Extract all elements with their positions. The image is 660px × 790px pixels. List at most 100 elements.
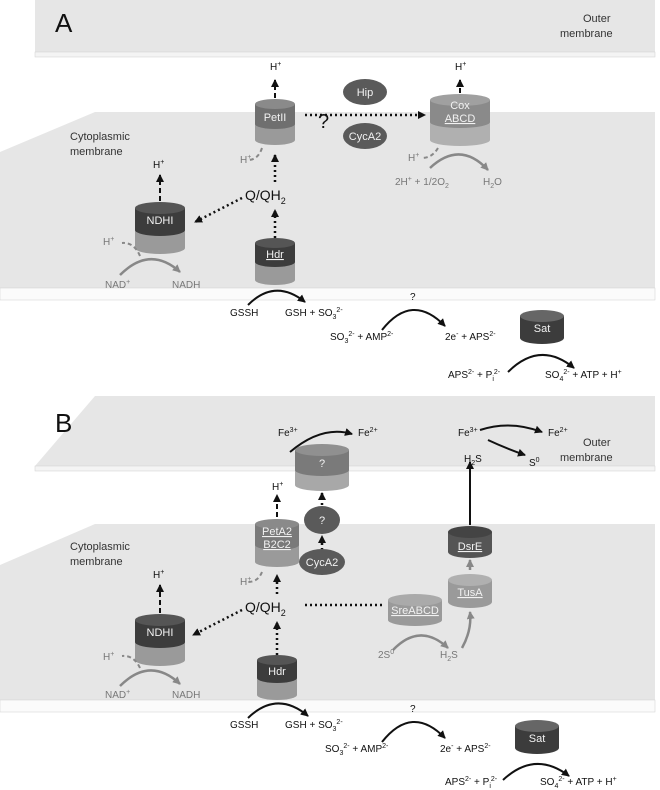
h2s-outer: H2S — [464, 454, 482, 467]
cox-label-1: Cox — [450, 100, 470, 112]
hdr-reaction-arrow-b — [247, 702, 309, 719]
gssh-b: GSSH — [230, 720, 258, 731]
ndhi-reaction-arrow-b — [119, 669, 181, 687]
gssh-a: GSSH — [230, 308, 258, 319]
ndhi-reaction-arrow-a — [119, 258, 181, 276]
sulfite-amp-a: SO32- + AMP2- — [330, 331, 394, 345]
peta-h-plus: H+ — [272, 481, 283, 493]
quinone-to-ndhi-b — [192, 608, 243, 637]
cox-h-plus-in: H+ — [408, 152, 419, 164]
petii-complex: PetII — [255, 99, 295, 145]
hdr-label-a: Hdr — [266, 249, 284, 261]
sre-label: SreABCD — [391, 605, 439, 617]
quinone-to-ndhi — [194, 196, 243, 224]
fe-reduction-arrow-left — [289, 428, 353, 453]
peta-h-plus-in: H+ — [240, 576, 251, 588]
outer-membrane-label-1: Outer — [583, 13, 611, 25]
water-product: H2O — [483, 177, 502, 190]
sre-reaction-arrow — [392, 634, 449, 651]
sat-reaction-arrow-a — [507, 354, 575, 373]
unknown-periplasmic-protein — [304, 506, 340, 534]
cox-complex: Cox ABCD — [430, 94, 490, 146]
sat-enzyme-b: Sat — [515, 720, 559, 754]
hip-label: Hip — [357, 87, 374, 99]
quinone-pool-a: Q/QH2 — [245, 187, 286, 206]
aps-product-a: 2e- + APS2- — [445, 331, 496, 343]
outer-membrane-b-label-1: Outer — [583, 437, 611, 449]
nad-b: NAD+ — [105, 689, 130, 701]
ndhi-h-plus-in-a: H+ — [103, 236, 114, 248]
sat-reaction-arrow-b — [502, 762, 570, 781]
ndhi-label-b: NDHI — [147, 627, 174, 639]
amp-question-b: ? — [410, 704, 416, 715]
amp-question-a: ? — [410, 292, 416, 303]
tusa-protein: TusA — [448, 574, 492, 608]
panel-b-letter: B — [55, 408, 72, 438]
panel-b: B Outer membrane Cytoplasmic membrane Fe… — [0, 396, 656, 790]
hdr-complex-a: Hdr — [255, 238, 295, 285]
nadh-b: NADH — [172, 690, 200, 701]
unknown-om-label: ? — [319, 458, 325, 470]
peta-proton-in — [247, 571, 263, 583]
petii-h-plus-in: H+ — [240, 154, 251, 166]
sulfate-atp-a: SO42- + ATP + H+ — [545, 369, 622, 383]
ndhi-h-plus-a: H+ — [153, 159, 164, 171]
aps-pi-a: APS2- + Pi2- — [448, 369, 501, 383]
ndhi-h-plus-in-b: H+ — [103, 651, 114, 663]
hip-protein — [343, 79, 387, 105]
ndhi-h-plus-b: H+ — [153, 569, 164, 581]
sulfite-amp-b: SO32- + AMP2- — [325, 743, 389, 757]
cytoplasmic-membrane-label-2: membrane — [70, 146, 123, 158]
dsre-label: DsrE — [458, 541, 482, 553]
sat-label-b: Sat — [529, 733, 546, 745]
cyca2-label: CycA2 — [349, 131, 381, 143]
peta-label-1: PetA2 — [262, 526, 292, 538]
cytoplasmic-membrane-label-1: Cytoplasmic — [70, 131, 130, 143]
panel-a: A Outer membrane Cytoplasmic membrane Pe… — [0, 0, 656, 383]
ndhi-proton-in-b — [121, 654, 141, 669]
h2s-to-s0-arrow — [487, 439, 526, 457]
cyca2-label-b: CycA2 — [306, 557, 338, 569]
petii-proton-in — [247, 147, 263, 161]
ndhi-complex-a: NDHI — [135, 202, 185, 254]
petab-complex: PetA2 B2C2 — [255, 519, 299, 567]
nad-a: NAD+ — [105, 279, 130, 291]
cox-proton-in — [421, 147, 439, 159]
aps-pi-b: APS2- + Pi2- — [445, 776, 498, 790]
cytoplasmic-membrane-b-label-2: membrane — [70, 556, 123, 568]
gsh-sulfite-a: GSH + SO32- — [285, 307, 343, 321]
outer-membrane-b-label-2: membrane — [560, 452, 613, 464]
cox-reaction-arrow — [429, 153, 489, 171]
amp-reaction-arrow-b — [381, 721, 446, 743]
hdr-reaction-arrow-a — [247, 289, 306, 306]
outer-membrane-slab — [35, 0, 655, 52]
ndhi-label-a: NDHI — [147, 215, 174, 227]
panel-a-letter: A — [55, 8, 73, 38]
nadh-a: NADH — [172, 280, 200, 291]
cyca2-protein — [343, 123, 387, 149]
tusa-label: TusA — [457, 587, 483, 599]
cytoplasmic-membrane-b-label-1: Cytoplasmic — [70, 541, 130, 553]
quinone-pool-b: Q/QH2 — [245, 599, 286, 618]
unknown-peri-label: ? — [319, 515, 325, 527]
hdr-complex-b: Hdr — [257, 655, 297, 700]
sat-label-a: Sat — [534, 323, 551, 335]
dsre-protein: DsrE — [448, 526, 492, 558]
ndhi-proton-in-a — [121, 241, 141, 257]
oxygen-reaction: 2H+ + 1/2O2 — [395, 176, 449, 190]
peta-label-2: B2C2 — [263, 539, 291, 551]
cox-label-2: ABCD — [445, 113, 476, 125]
h2s-to-tusa-arrow — [460, 611, 475, 649]
sulfate-atp-b: SO42- + ATP + H+ — [540, 776, 617, 790]
s0-outer: S0 — [529, 457, 540, 469]
h2s-inner: H2S — [440, 650, 458, 663]
cyca2-protein-b — [299, 549, 345, 575]
unknown-om-protein: ? — [295, 444, 349, 491]
cox-h-plus: H+ — [455, 61, 466, 73]
sat-enzyme-a: Sat — [520, 310, 564, 344]
petii-label: PetII — [264, 112, 287, 124]
gsh-sulfite-b: GSH + SO32- — [285, 719, 343, 733]
outer-membrane-label-2: membrane — [560, 28, 613, 40]
